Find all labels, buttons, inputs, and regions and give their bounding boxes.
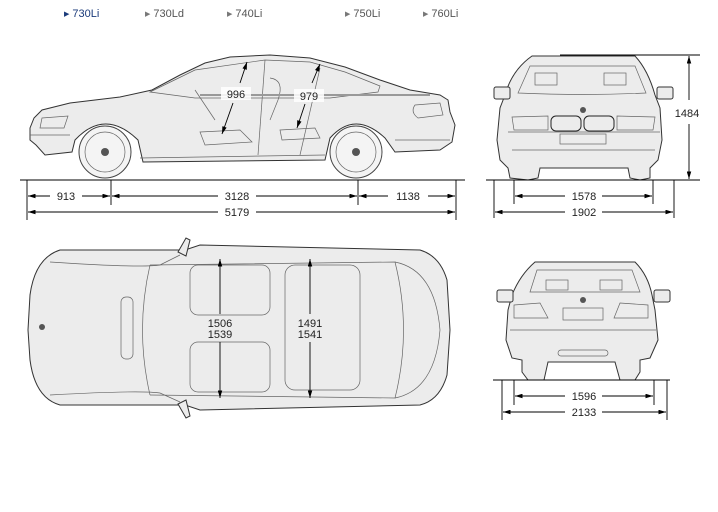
wheelbase-label: 3128 <box>225 191 249 203</box>
triangle-right-icon: ▶ <box>227 11 233 18</box>
rear-elbow-width-label: 1541 <box>298 329 322 341</box>
triangle-right-icon: ▶ <box>345 11 351 18</box>
front-view-car <box>493 55 674 181</box>
front-shoulder-width-label: 1506 <box>208 318 232 330</box>
front-headroom-label: 996 <box>227 89 245 101</box>
top-view-car <box>27 237 451 419</box>
front-interior-width-dimension: 1506 1539 <box>208 259 232 398</box>
rear-headroom-label: 979 <box>300 91 318 103</box>
rear-overhang-dimension: 1138 <box>359 191 455 203</box>
front-overhang-dimension: 913 <box>28 191 110 203</box>
height-label: 1484 <box>675 108 699 120</box>
length-dimension: 5179 <box>28 207 455 219</box>
triangle-right-icon: ▶ <box>423 11 429 18</box>
rear-shoulder-width-label: 1491 <box>298 318 322 330</box>
model-nav: ▶730Li ▶730Ld ▶740Li ▶750Li ▶760Li <box>0 8 718 22</box>
front-track-dimension: 1578 <box>515 191 652 203</box>
width-label: 1902 <box>572 207 596 219</box>
rear-headroom-dimension: 979 <box>294 63 324 129</box>
model-link-760li[interactable]: ▶760Li <box>423 8 459 20</box>
rear-interior-width-dimension: 1491 1541 <box>298 259 322 398</box>
rear-overhang-label: 1138 <box>396 191 420 203</box>
front-headroom-dimension: 996 <box>221 61 251 135</box>
width-with-mirrors-dimension: 2133 <box>503 407 666 419</box>
wheelbase-dimension: 3128 <box>112 191 357 203</box>
front-overhang-label: 913 <box>57 191 75 203</box>
rear-track-label: 1596 <box>572 391 596 403</box>
model-link-740li[interactable]: ▶740Li <box>227 8 263 20</box>
rear-track-dimension: 1596 <box>515 391 653 403</box>
triangle-right-icon: ▶ <box>145 11 151 18</box>
width-with-mirrors-label: 2133 <box>572 407 596 419</box>
model-link-730li[interactable]: ▶730Li <box>64 8 100 20</box>
width-dimension: 1902 <box>495 207 673 219</box>
height-dimension: 1484 <box>675 56 699 179</box>
side-view-car <box>29 54 456 179</box>
front-elbow-width-label: 1539 <box>208 329 232 341</box>
model-link-730ld[interactable]: ▶730Ld <box>145 8 184 20</box>
triangle-right-icon: ▶ <box>64 11 70 18</box>
rear-view-car <box>496 261 671 381</box>
model-link-750li[interactable]: ▶750Li <box>345 8 381 20</box>
front-track-label: 1578 <box>572 191 596 203</box>
length-label: 5179 <box>225 207 249 219</box>
